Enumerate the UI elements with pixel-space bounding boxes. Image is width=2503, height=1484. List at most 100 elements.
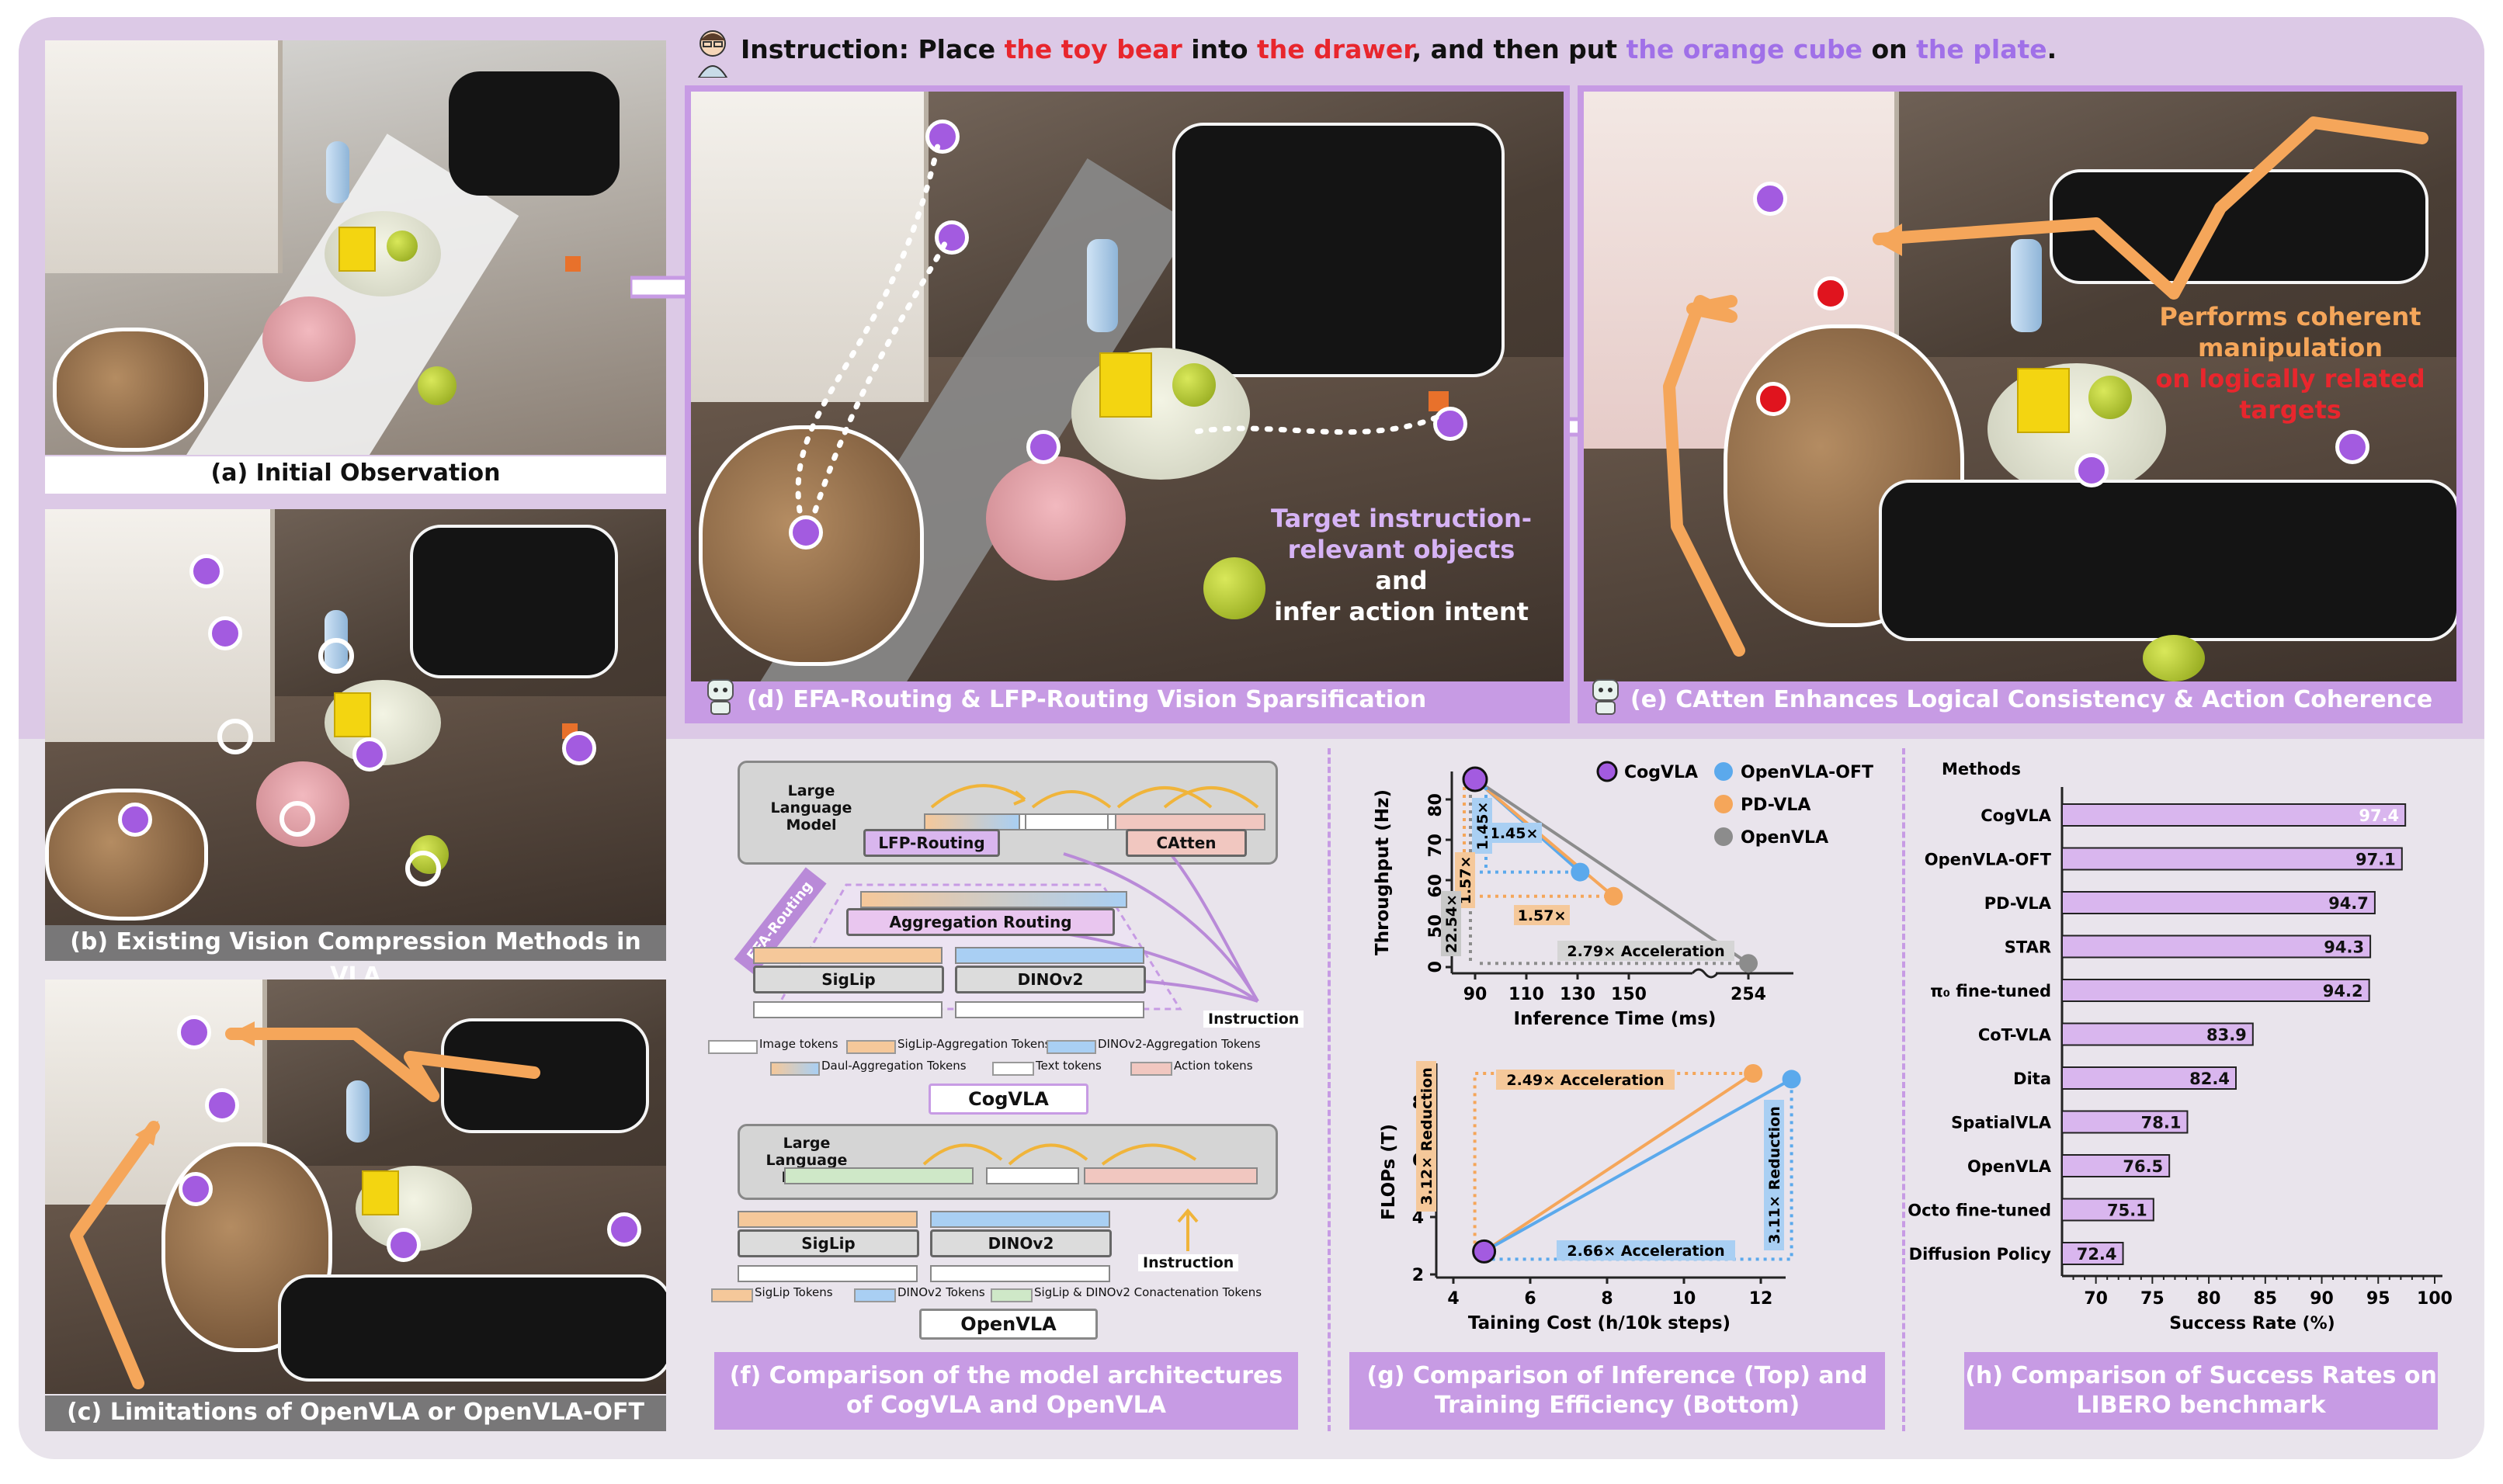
category-label: Octo fine-tuned — [1908, 1201, 2051, 1220]
inference-paths — [795, 135, 1439, 514]
legend-label: CogVLA — [1624, 763, 1698, 782]
x-axis-label: Inference Time (ms) — [1514, 1009, 1717, 1029]
panel-e-photo: Performs coherent manipulation on logica… — [1584, 92, 2456, 681]
trajectory-arrows — [70, 1021, 540, 1389]
bar-value-label: 94.7 — [2328, 894, 2369, 913]
y-axis-label: Throughput (Hz) — [1373, 789, 1393, 955]
annotation-label: 2.79× Acceleration — [1567, 943, 1724, 960]
x-tick-label: 6 — [1524, 1289, 1536, 1309]
bar-cot-vla — [2061, 1022, 2254, 1046]
bar-value-label: 75.1 — [2107, 1201, 2147, 1220]
y-tick-label: 80 — [1426, 793, 1446, 817]
annotation-bg — [1486, 823, 1542, 843]
data-point-cogvla — [1472, 1239, 1497, 1264]
x-tick-label: 130 — [1560, 985, 1595, 1004]
panel-d-overlay: Target instruction- relevant objects and… — [1270, 504, 1533, 626]
x-tick-label: 85 — [2254, 1289, 2278, 1309]
data-point-pd-vla — [1744, 1064, 1763, 1083]
category-label: SpatialVLA — [1951, 1114, 2052, 1132]
category-label: CoT-VLA — [1978, 1026, 2052, 1045]
annotation-bg — [1472, 798, 1492, 854]
instruction-text: Instruction: Place the toy bear into the… — [741, 34, 2057, 64]
bar-value-label: 72.4 — [2077, 1245, 2117, 1264]
x-tick-label: 95 — [2366, 1289, 2390, 1309]
x-tick-label: 8 — [1601, 1289, 1613, 1309]
annotation: 22.54× — [1441, 891, 1461, 956]
openvla-name: OpenVLA — [919, 1309, 1098, 1340]
annotation-bg — [1514, 905, 1570, 925]
y-tick-label: 0 — [1426, 961, 1446, 973]
x-tick-label: 4 — [1447, 1289, 1459, 1309]
cogvla-legend: Image tokens SigLip-Aggregation Tokens D… — [708, 1037, 1314, 1084]
panel-d-photo: Target instruction- relevant objects and… — [691, 92, 1564, 681]
annotation-bg — [1764, 1100, 1784, 1250]
bar-value-label: 78.1 — [2141, 1114, 2182, 1132]
line-openvla — [1474, 778, 1750, 965]
openvla-siglip-block: SigLip — [738, 1229, 919, 1257]
panel-c-caption: (c) Limitations of OpenVLA or OpenVLA-OF… — [45, 1396, 666, 1431]
category-label: OpenVLA-OFT — [1925, 851, 2052, 869]
panel-b-photo — [45, 509, 666, 925]
category-label: Diffusion Policy — [1909, 1245, 2052, 1264]
panel-d-caption: (d) EFA-Routing & LFP-Routing Vision Spa… — [747, 686, 1427, 713]
data-point-cogvla — [1462, 766, 1488, 792]
x-tick-label: 10 — [1672, 1289, 1696, 1309]
annotation-label: 1.45× — [1490, 825, 1539, 842]
annotation-label: 22.54× — [1443, 894, 1460, 953]
annotation-label: 1.45× — [1474, 802, 1491, 851]
y-tick-label: 70 — [1426, 834, 1446, 858]
annotation-bg — [1557, 1240, 1735, 1260]
dinov2-block: DINOv2 — [955, 966, 1146, 993]
legend-marker — [1714, 795, 1733, 813]
robot-icon-e — [1584, 674, 1627, 717]
legend-label: OpenVLA — [1741, 828, 1828, 848]
cogvla-name: CogVLA — [929, 1084, 1088, 1115]
bar-value-label: 83.9 — [2206, 1026, 2247, 1045]
annotation-bg — [1557, 941, 1734, 961]
bar-star — [2061, 934, 2372, 959]
openvla-diagram: Large Language Model SigLip DINOv2 Instr… — [699, 1121, 1304, 1346]
legend-label: PD-VLA — [1741, 796, 1810, 815]
annotation-label: 2.66× Acceleration — [1567, 1243, 1724, 1260]
category-label: OpenVLA — [1967, 1157, 2052, 1176]
annotation: 3.12× Reduction — [1416, 1061, 1436, 1212]
panel-h-caption: (h) Comparison of Success Rates on LIBER… — [1964, 1352, 2438, 1430]
panel-g-caption: (g) Comparison of Inference (Top) and Tr… — [1349, 1352, 1885, 1430]
panel-c-photo — [45, 980, 666, 1394]
annotation: 2.66× Acceleration — [1557, 1240, 1735, 1260]
annotation-label: 1.57× — [1518, 907, 1567, 924]
bar-value-label: 94.3 — [2324, 938, 2364, 957]
axis-break — [1691, 968, 1719, 979]
line-openvla-oft — [1483, 1077, 1793, 1253]
aggregation-routing-block: Aggregation Routing — [846, 908, 1115, 936]
legend-marker — [1714, 827, 1733, 846]
bar-openvla — [2061, 1154, 2171, 1177]
bar-spatialvla — [2061, 1110, 2189, 1134]
annotation-bg — [1496, 1070, 1675, 1090]
bar-value-label: 94.2 — [2323, 982, 2363, 1000]
panel-e-overlay: Performs coherent manipulation on logica… — [2155, 302, 2425, 425]
y-axis-label: FLOPs (T) — [1379, 1124, 1399, 1220]
annotation: 1.45× — [1472, 798, 1492, 854]
lfp-routing-block: LFP-Routing — [863, 829, 1000, 857]
bar-openvla-oft — [2061, 847, 2403, 871]
bar-dita — [2061, 1066, 2237, 1090]
panel-a-photo — [45, 40, 666, 455]
y-tick-label: 4 — [1412, 1208, 1424, 1228]
panel-e-caption: (e) CAtten Enhances Logical Consistency … — [1630, 686, 2433, 713]
bar-value-label: 76.5 — [2123, 1157, 2163, 1176]
legend-label: OpenVLA-OFT — [1741, 763, 1873, 782]
llm-label: Large Language Model — [770, 782, 852, 834]
y-tick-label: 2 — [1412, 1266, 1424, 1285]
bar--fine-tuned — [2061, 979, 2370, 1002]
x-tick-label: 150 — [1611, 985, 1647, 1004]
separator-2 — [1902, 748, 1905, 1431]
siglip-block: SigLip — [753, 966, 944, 993]
category-label: PD-VLA — [1984, 894, 2052, 913]
annotation-label: 2.49× Acceleration — [1506, 1072, 1664, 1089]
legend-marker — [1714, 762, 1733, 781]
x-axis-label: Taining Cost (h/10k steps) — [1468, 1313, 1731, 1333]
legend-title: Methods — [1942, 760, 2021, 778]
